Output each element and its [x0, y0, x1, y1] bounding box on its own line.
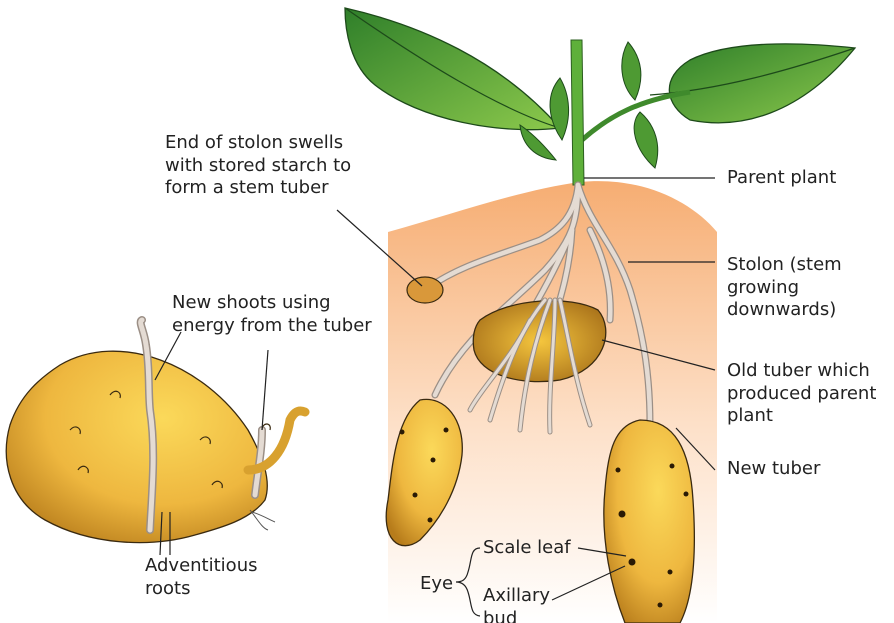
small-leaf-4: [519, 123, 558, 161]
new-tuber-right: [603, 419, 695, 623]
small-leaf-3: [633, 111, 659, 169]
label-old-tuber: Old tuber which produced parent plant: [727, 360, 877, 426]
sprouting-tuber: [5, 350, 268, 544]
label-scale-leaf: Scale leaf: [483, 537, 571, 558]
label-new-tuber: New tuber: [727, 458, 821, 479]
small-leaf-2: [621, 41, 642, 101]
label-stolon: Stolon (stem growing downwards): [727, 254, 842, 320]
left-leaf: [344, 7, 562, 131]
label-end-of-stolon: End of stolon swells with stored starch …: [165, 132, 352, 198]
label-parent-plant: Parent plant: [727, 167, 837, 188]
label-axillary-bud: Axillary bud: [483, 585, 551, 623]
small-leaf-1: [549, 77, 570, 142]
label-adventitious-roots: Adventitious roots: [145, 555, 258, 599]
right-leaf: [668, 43, 857, 124]
label-new-shoots: New shoots using energy from the tuber: [172, 292, 372, 336]
stem: [570, 39, 585, 186]
stolon-tip-swelling: [406, 276, 444, 304]
old-tuber: [472, 300, 607, 383]
new-tuber-left: [385, 398, 463, 547]
label-eye: Eye: [420, 573, 454, 594]
